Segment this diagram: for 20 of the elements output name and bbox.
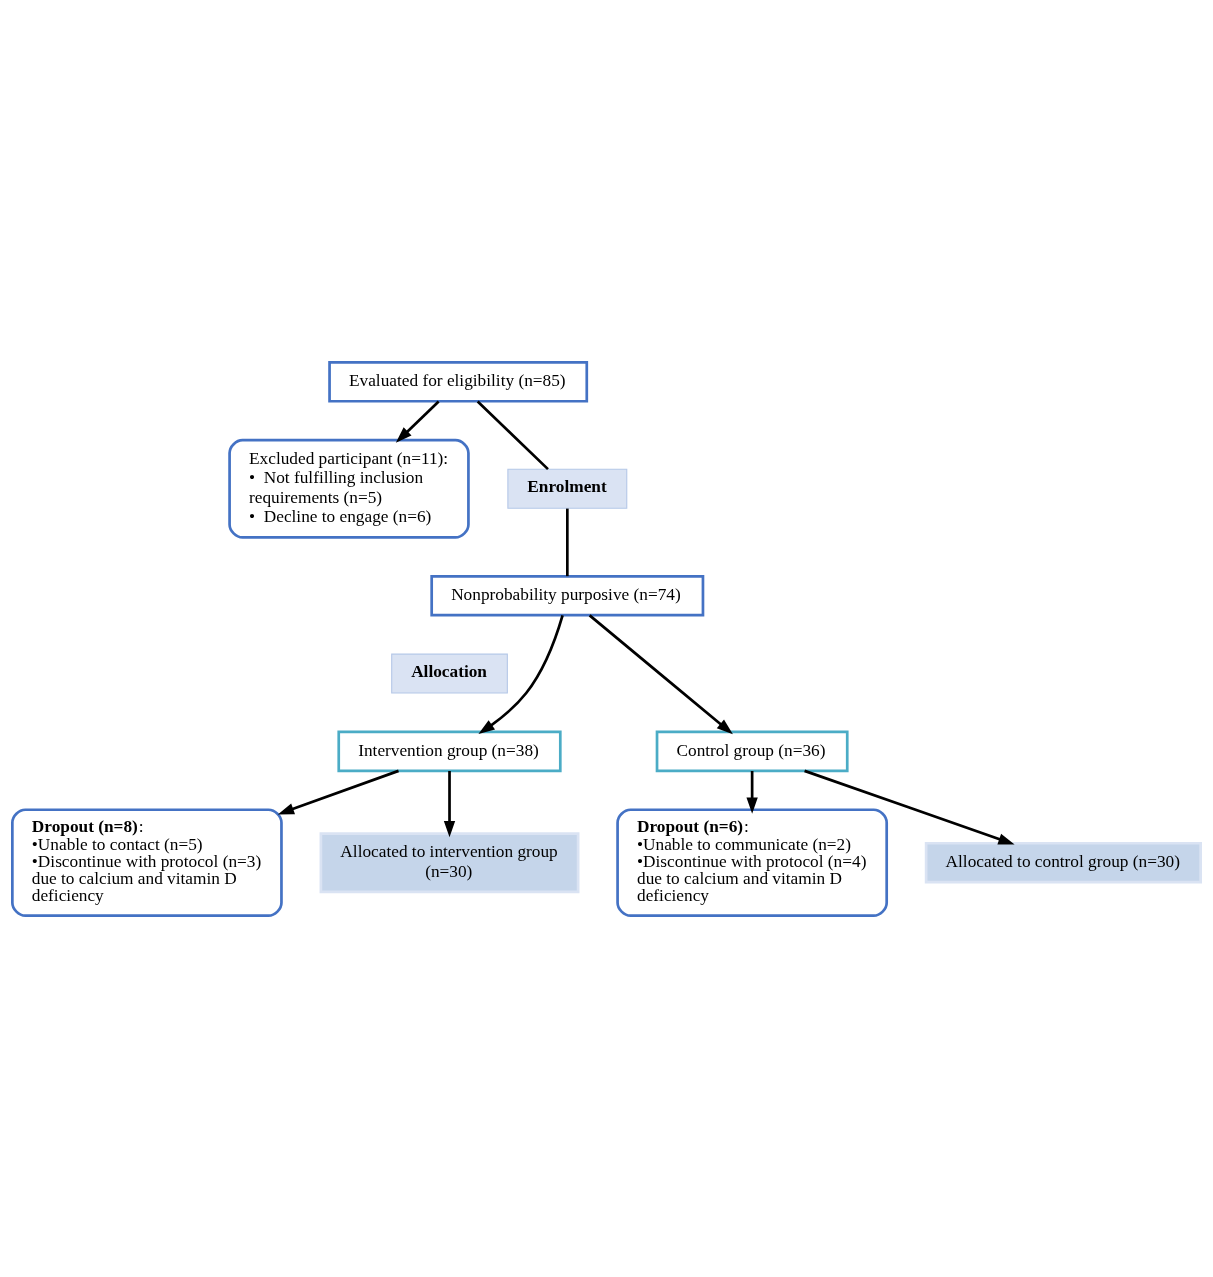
node-box: Intervention group (n=38) [337, 730, 562, 772]
arrow [588, 613, 733, 734]
connector [565, 508, 569, 576]
node-box: Excluded participant (n=11): • Not fulfilling inclusion requirements (n=5) • Decline to engage (n=6) [228, 438, 470, 539]
node-box: Dropout (n=6): •Unable to communicate (n=2) •Discontinue with protocol (n=4) due to calcium and vitamin D deficiency [616, 807, 889, 917]
node-box: Evaluated for eligibility (n=85) [328, 360, 589, 403]
node-box: Nonprobability purposive (n=74) [430, 574, 705, 617]
connector [476, 400, 549, 470]
arrow [746, 770, 758, 814]
arrow [804, 769, 1015, 845]
arrow [277, 769, 399, 814]
node-box: Allocation [391, 653, 508, 694]
arrow [443, 770, 456, 837]
node-box: Allocated to intervention group (n=30) [319, 831, 580, 893]
arrow [478, 614, 564, 734]
node-box: Control group (n=36) [655, 730, 849, 772]
node-box: Allocated to control group (n=30) [924, 841, 1202, 883]
node-box: Enrolment [507, 468, 628, 509]
arrow [395, 400, 440, 443]
node-box: Dropout (n=8): •Unable to contact (n=5) •Discontinue with protocol (n=3) due to calcium and vitamin D deficiency [11, 807, 283, 917]
